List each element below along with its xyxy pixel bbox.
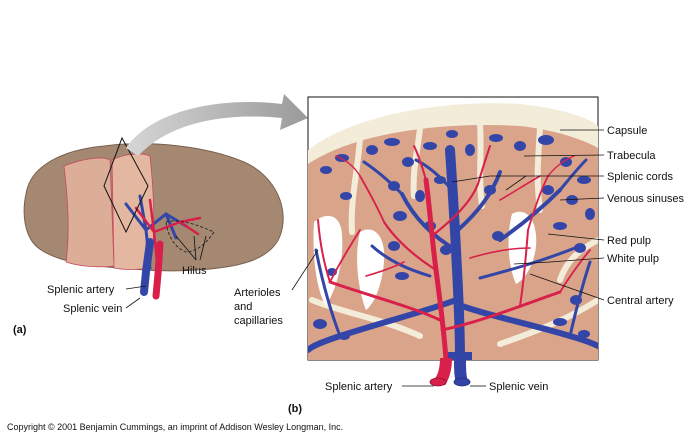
- panel-label-a: (a): [13, 324, 27, 336]
- hilus-leader: [175, 235, 207, 261]
- splenic-vein-a-leader: [125, 297, 141, 309]
- label-arterioles-3: capillaries: [234, 315, 283, 327]
- spleen-whole: [23, 136, 284, 300]
- label-splenic-artery-a: Splenic artery: [47, 284, 115, 296]
- central-artery-leader: [529, 273, 605, 301]
- label-central-artery: Central artery: [607, 295, 674, 307]
- trabecula-leader: [523, 154, 605, 157]
- label-splenic-vein-b: Splenic vein: [489, 381, 548, 393]
- section-wedge-outline: [103, 136, 149, 234]
- label-white-pulp: White pulp: [607, 253, 659, 265]
- splenic-cords-leader: [451, 175, 604, 191]
- arterioles-leader: [291, 249, 319, 291]
- panel-label-b: (b): [288, 403, 302, 415]
- label-splenic-artery-b: Splenic artery: [325, 381, 393, 393]
- artery-tree: [317, 145, 591, 360]
- label-hilus: Hilus: [182, 265, 207, 277]
- zoom-arrow: [126, 94, 308, 156]
- label-red-pulp: Red pulp: [607, 235, 651, 247]
- venous-sinuses-leader: [559, 197, 605, 201]
- label-splenic-vein-a: Splenic vein: [63, 303, 122, 315]
- splenic-artery-a-leader: [125, 285, 147, 290]
- label-arterioles-1: Arterioles: [234, 287, 281, 299]
- label-splenic-cords: Splenic cords: [607, 171, 674, 183]
- label-trabecula: Trabecula: [607, 150, 656, 162]
- vessel-stubs-b: [429, 357, 471, 387]
- labels-panel-a: Hilus Splenic artery Splenic vein (a): [13, 235, 207, 336]
- label-arterioles-2: and: [234, 301, 252, 313]
- red-pulp-leader: [547, 233, 605, 241]
- labels-panel-b: Capsule Trabecula Splenic cords Venous s…: [234, 125, 685, 415]
- label-capsule: Capsule: [607, 125, 647, 137]
- splenic-artery-a: [152, 240, 164, 300]
- section-vein-branches: [124, 194, 188, 270]
- splenic-vein-a: [140, 238, 154, 296]
- copyright-notice: Copyright © 2001 Benjamin Cummings, an i…: [7, 422, 343, 432]
- section-detail: [307, 96, 599, 361]
- white-pulp-leader: [513, 257, 605, 265]
- hilus-outline: [165, 220, 215, 253]
- section-artery-branches: [134, 198, 202, 274]
- spleen-section-left: [63, 157, 115, 268]
- vein-trunk: [448, 352, 472, 360]
- label-venous-sinuses: Venous sinuses: [607, 193, 685, 205]
